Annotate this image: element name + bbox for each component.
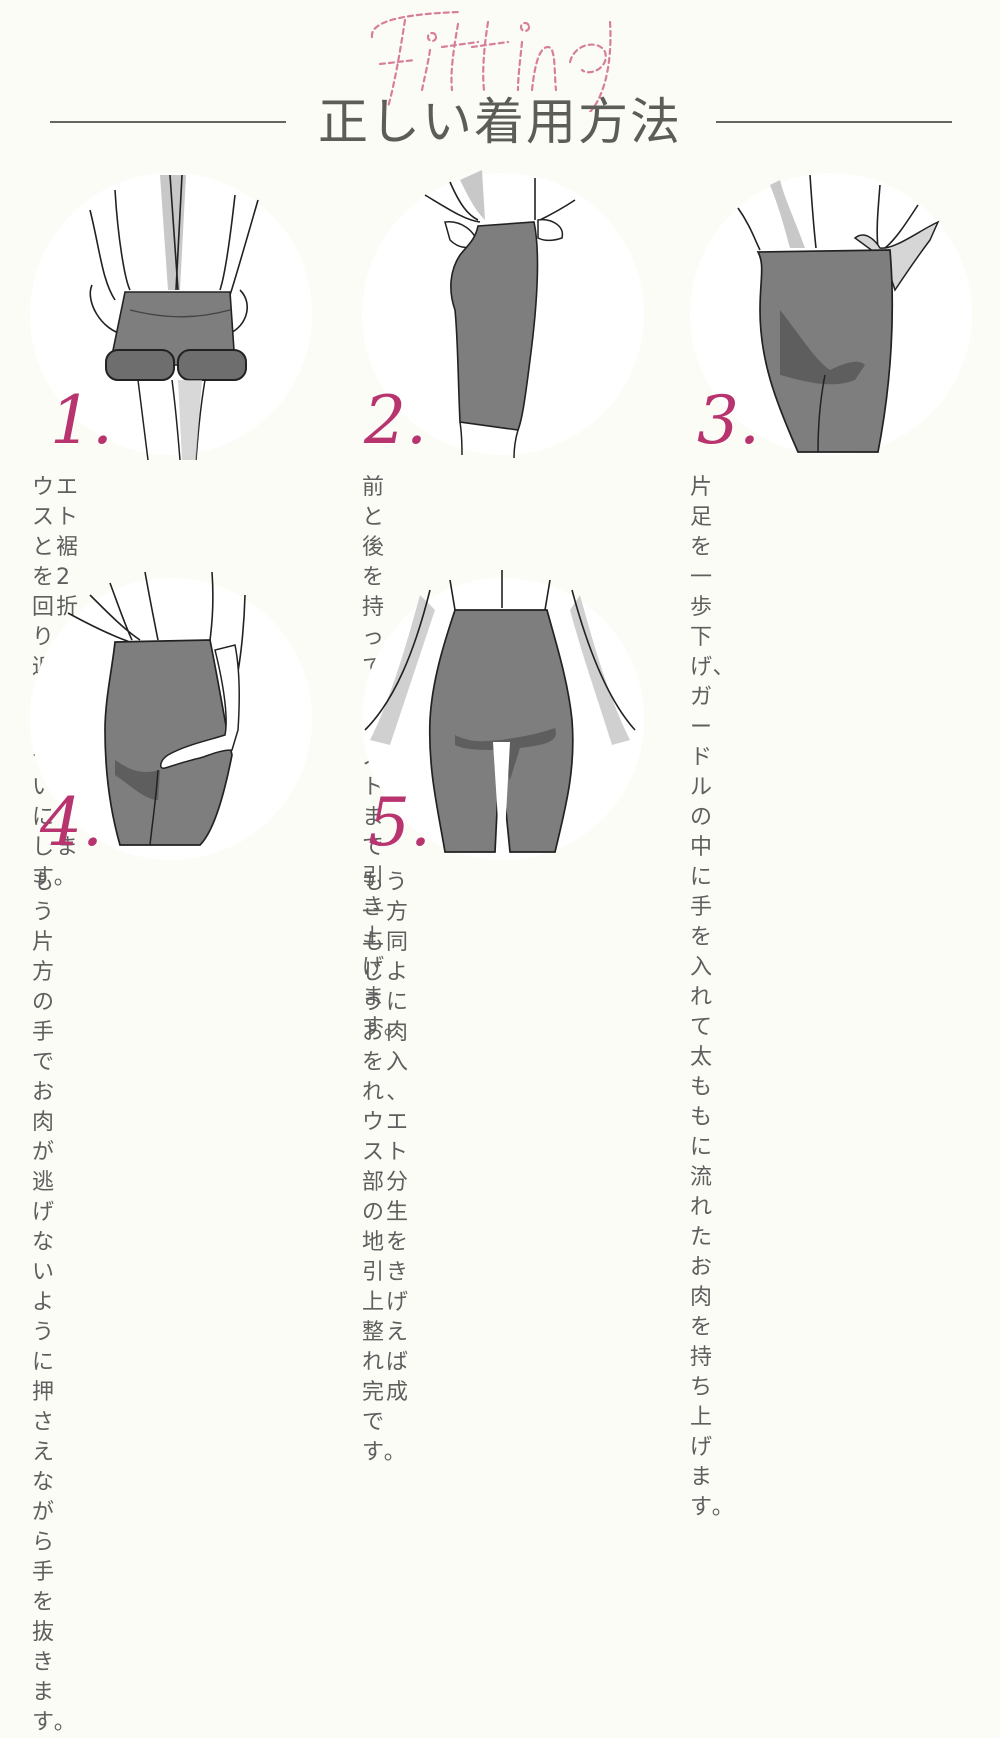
title-divider-left	[50, 121, 286, 123]
fitting-script-title	[370, 10, 612, 112]
step-1-number: 1.	[50, 382, 113, 459]
step-5-description: もう一方も同じように お肉を入れ、ウエスト 部分の生地を引き上げ 整えれば完成で…	[362, 870, 411, 1465]
step-5-number: 5.	[368, 784, 431, 861]
step-4-description: もう片方の手でお肉が 逃げないように押さえ ながら手を抜きます。	[32, 870, 78, 1735]
step-4-number: 4.	[40, 784, 103, 861]
title-divider-right	[716, 121, 952, 123]
hand-inside-girdle-illustration	[737, 174, 940, 453]
step-3-description: 片足を一歩下げ、ガー ドルの中に手を入れて 太ももに流れたお肉を 持ち上げます。	[690, 475, 737, 1520]
hand-pressing-thigh-illustration	[67, 571, 246, 846]
completed-fit-illustration	[364, 570, 636, 853]
folded-girdle-illustration	[89, 174, 259, 461]
step-2-number: 2.	[364, 382, 427, 459]
pulling-up-girdle-illustration	[424, 170, 576, 459]
page-title-row: 正しい着用方法	[0, 90, 1000, 160]
page-title: 正しい着用方法	[318, 93, 682, 151]
step-3-number: 3.	[697, 382, 760, 459]
